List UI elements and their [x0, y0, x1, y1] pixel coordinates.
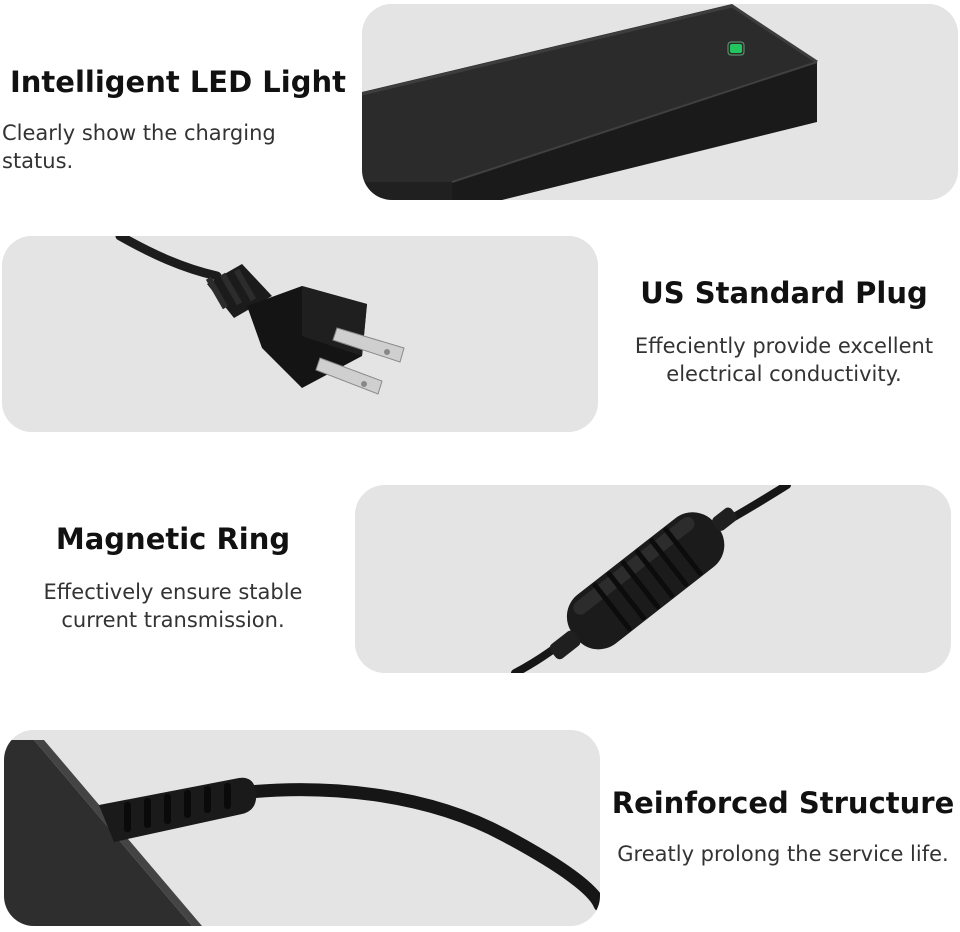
- feature-description: Clearly show the charging status.: [2, 121, 276, 173]
- led-indicator: [730, 44, 742, 53]
- feature-text: Magnetic Ring Effectively ensure stable …: [20, 525, 326, 634]
- feature-text: Intelligent LED Light Clearly show the c…: [2, 65, 350, 175]
- feature-title: US Standard Plug: [640, 276, 928, 310]
- reinforced-structure-photo: [4, 730, 600, 926]
- feature-title: Intelligent LED Light: [10, 65, 346, 99]
- power-adapter-led-icon: [362, 4, 958, 200]
- magnetic-ring-photo: [355, 485, 951, 673]
- feature-title: Magnetic Ring: [55, 522, 291, 556]
- strain-relief-icon: [4, 730, 600, 926]
- led-light-photo: [362, 4, 958, 200]
- feature-description: Effeciently provide excellent electrical…: [634, 334, 934, 386]
- feature-title: Reinforced Structure: [611, 786, 955, 820]
- us-plug-icon: [2, 236, 598, 432]
- us-plug-photo: [2, 236, 598, 432]
- feature-text: US Standard Plug Effeciently provide exc…: [612, 279, 956, 388]
- feature-description: Effectively ensure stable current transm…: [43, 580, 303, 632]
- feature-description: Greatly prolong the service life.: [617, 842, 949, 866]
- feature-text: Reinforced Structure Greatly prolong the…: [610, 789, 956, 868]
- ferrite-core-icon: [355, 485, 951, 673]
